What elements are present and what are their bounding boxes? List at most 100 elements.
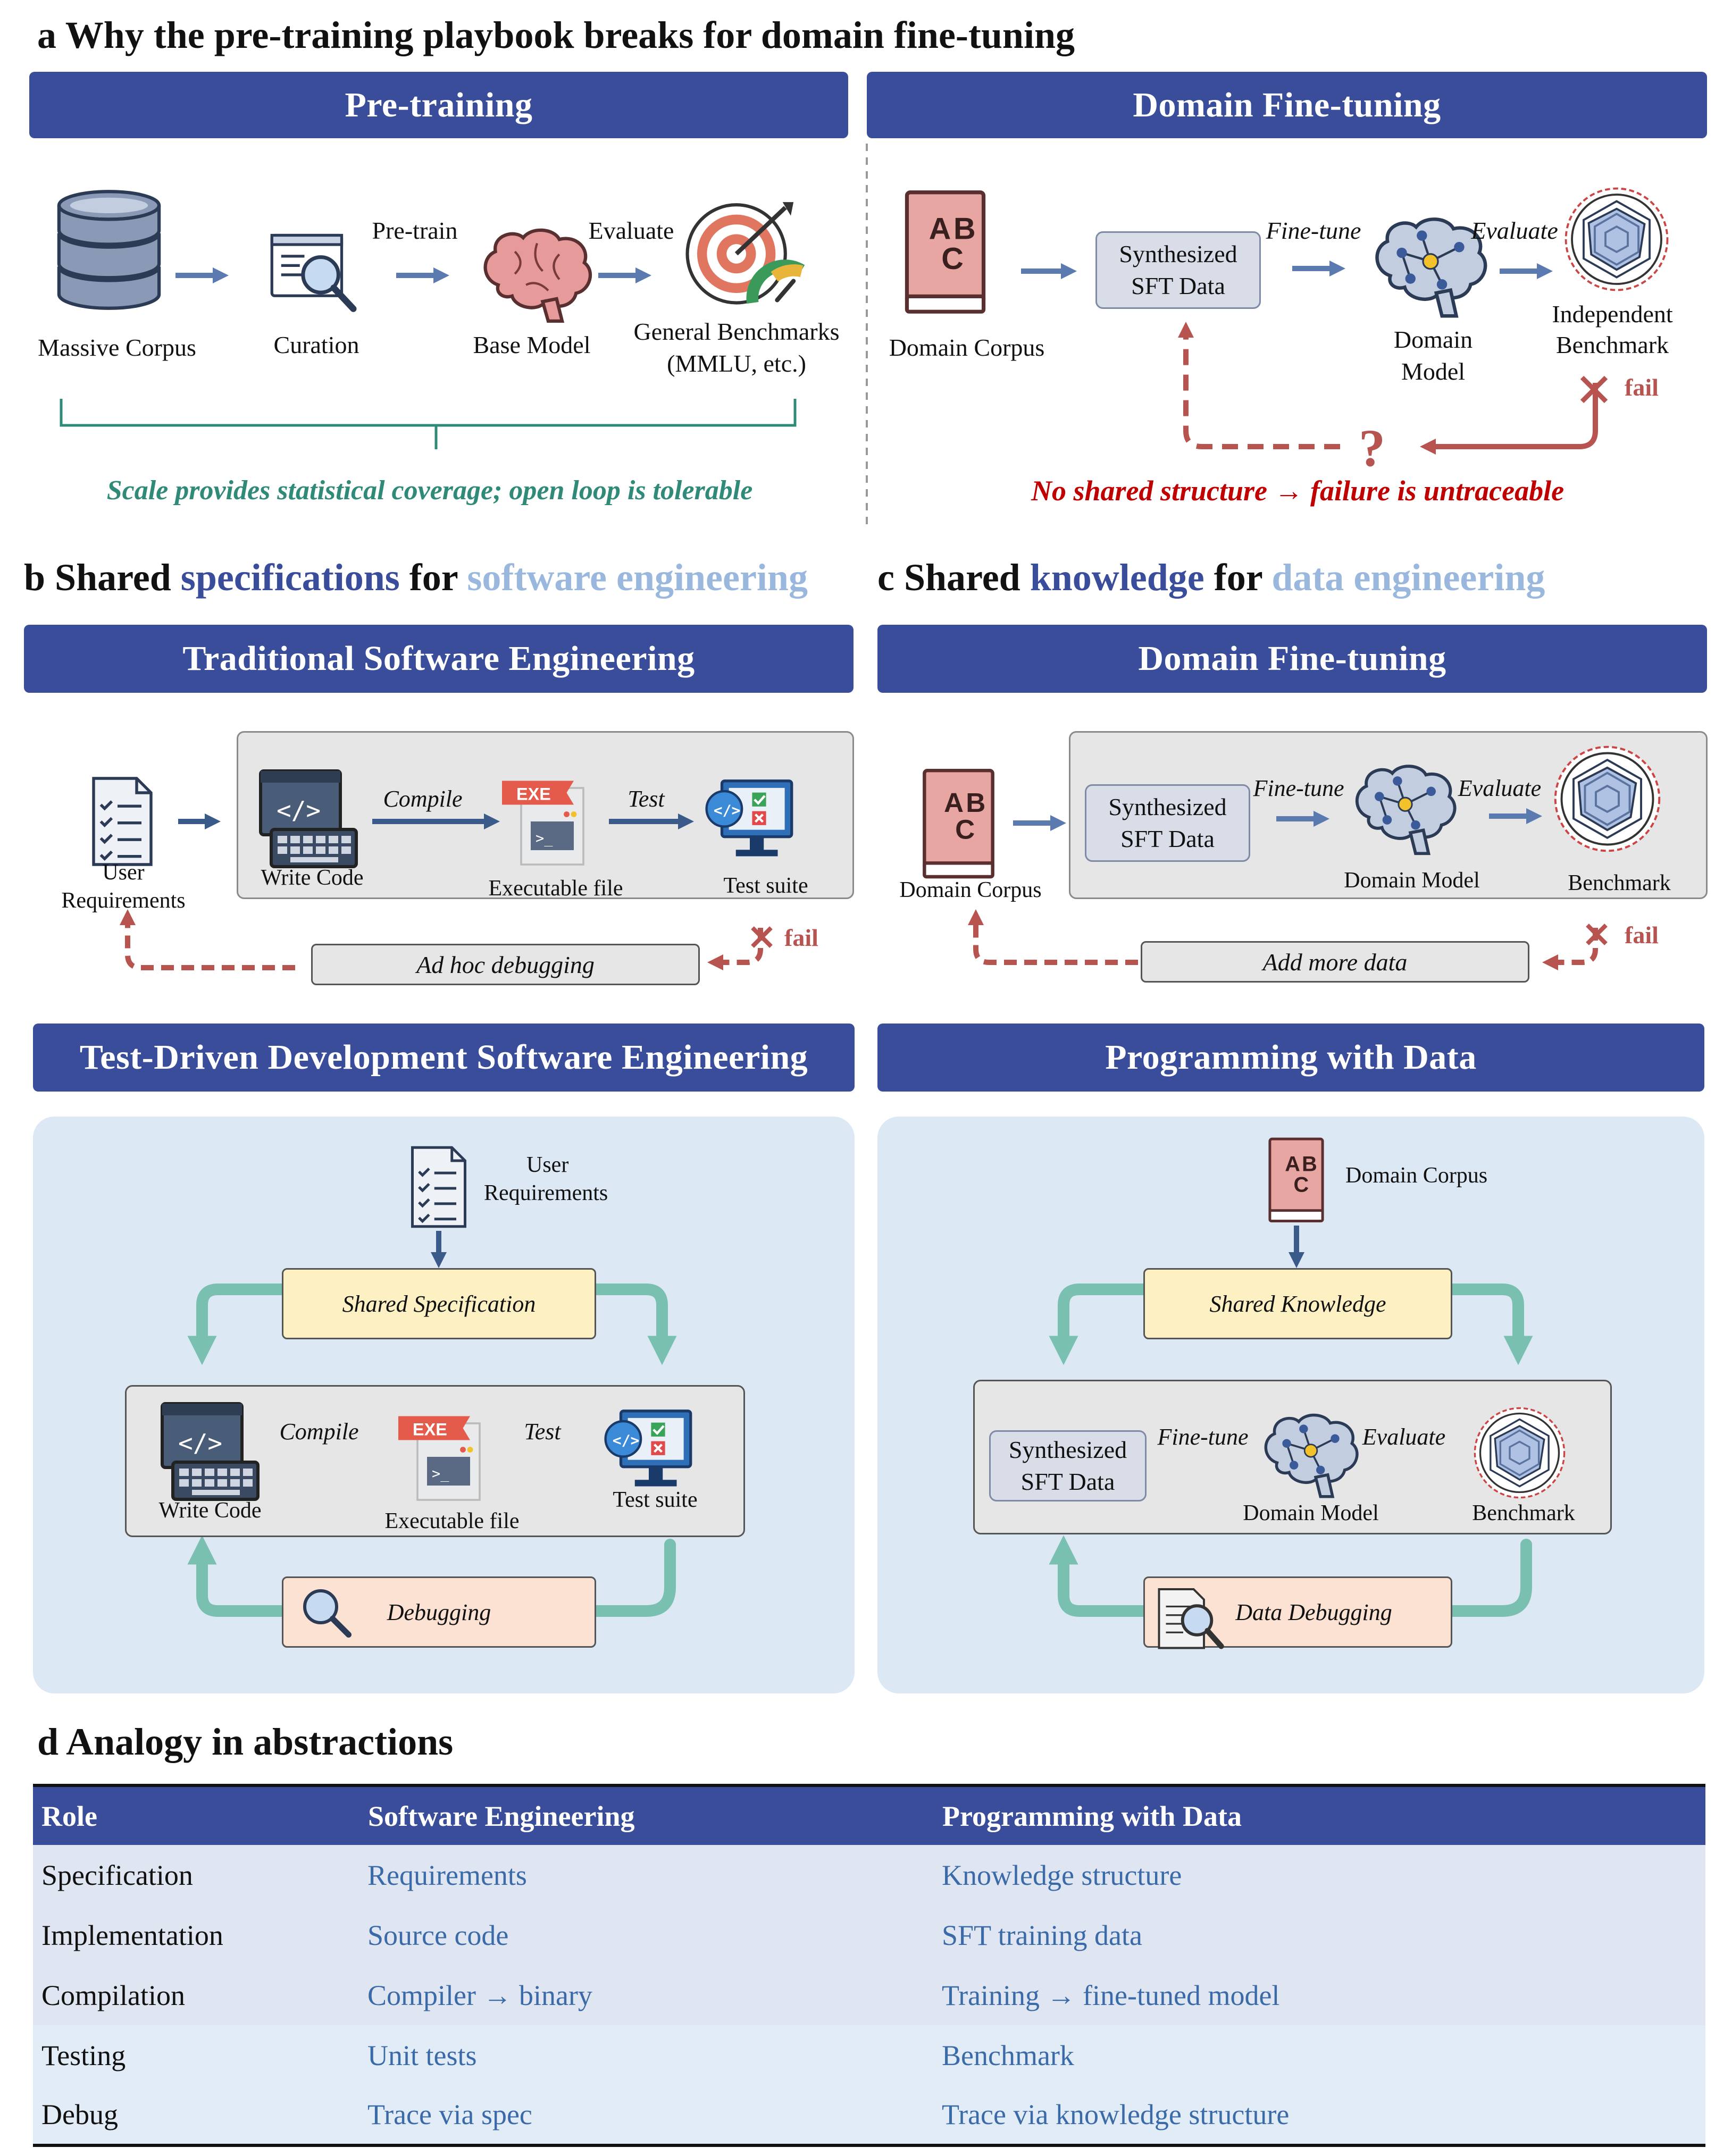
domain-model-brain-icon-pwd [1258, 1409, 1364, 1502]
c-title-data-engineering: data engineering [1271, 556, 1545, 599]
add-more-data-box: Add more data [1141, 941, 1529, 983]
domain-corpus-label-c: Domain Corpus [899, 878, 1042, 902]
sft-line1: Synthesized [1119, 240, 1237, 268]
evaluate-label-a2: Evaluate [1471, 217, 1558, 244]
section-a-title: a Why the pre-training playbook breaks f… [37, 14, 1075, 56]
sft-pwd-line1: Synthesized [1008, 1436, 1127, 1464]
debugging-label: Debugging [387, 1599, 491, 1625]
table-row: Implementation Source code SFT training da… [33, 1905, 1705, 1965]
table-cell-software-engineering: Compiler → binary [367, 1979, 592, 2011]
finetune-label-c: Fine-tune [1253, 775, 1344, 801]
domain-corpus-label-pwd: Domain Corpus [1345, 1163, 1488, 1188]
general-benchmarks-label: General Benchmarks [633, 318, 840, 345]
question-mark: ? [1359, 418, 1385, 477]
evaluate-label-pwd: Evaluate [1362, 1424, 1446, 1450]
fail-label-a: fail [1625, 374, 1659, 401]
benchmark-label-c: Benchmark [1568, 871, 1671, 895]
user-req-label-b2: Requirements [61, 888, 186, 913]
section-c-title: c Shared knowledge for data engineering [877, 558, 1545, 597]
document-magnifier-icon [1156, 1582, 1225, 1651]
b-title-specifications: specifications [180, 556, 400, 599]
domain-model-label-pwd: Domain Model [1243, 1501, 1379, 1525]
general-benchmarks-sub-label: (MMLU, etc.) [667, 350, 806, 377]
pretraining-banner: Pre-training [29, 72, 848, 138]
benchmark-label-pwd: Benchmark [1472, 1501, 1575, 1525]
compile-label-b: Compile [383, 786, 463, 812]
b-title-part1: b Shared [24, 556, 181, 599]
evaluate-label-a: Evaluate [588, 217, 674, 244]
shared-specification-box: Shared Specification [282, 1268, 596, 1339]
analogy-table: Role Software Engineering Programming wi… [33, 1784, 1705, 2147]
c-title-part1: c Shared [877, 556, 1030, 599]
sft-c-line2: SFT Data [1120, 825, 1215, 852]
exe-file-label-b: Executable file [488, 876, 623, 901]
table-cell-programming-with-data: Trace via knowledge structure [942, 2099, 1290, 2130]
domain-model-label-a2: Model [1401, 358, 1466, 385]
no-shared-structure-note: No shared structure → failure is untrace… [1031, 475, 1565, 507]
finetune-label-a: Fine-tune [1266, 217, 1361, 244]
sft-c-line1: Synthesized [1108, 793, 1227, 821]
table-cell-software-engineering: Trace via spec [367, 2099, 532, 2130]
table-cell-role: Specification [41, 1859, 193, 1891]
table-cell-software-engineering: Source code [367, 1919, 509, 1951]
write-code-label-b: Write Code [261, 866, 364, 890]
independent-benchmark-label-2: Benchmark [1555, 331, 1669, 358]
domain-corpus-label-a: Domain Corpus [889, 334, 1045, 361]
table-cell-programming-with-data: Knowledge structure [942, 1859, 1182, 1891]
test-label-b: Test [628, 786, 665, 812]
section-d-title: d Analogy in abstractions [37, 1721, 454, 1763]
fail-label-c: fail [1625, 921, 1659, 949]
table-row: Testing Unit tests Benchmark [33, 2025, 1705, 2085]
test-label-tdd: Test [524, 1419, 561, 1445]
table-cell-programming-with-data: Benchmark [942, 2039, 1074, 2071]
analogy-header-row: Role Software Engineering Programming wi… [33, 1785, 1705, 1845]
write-code-label-tdd: Write Code [158, 1498, 262, 1523]
domain-model-label-c: Domain Model [1344, 868, 1480, 893]
table-cell-software-engineering: Unit tests [367, 2039, 477, 2071]
sft-line2: SFT Data [1131, 272, 1225, 299]
radar-benchmark-icon-pwd [1470, 1404, 1569, 1502]
table-cell-role: Implementation [41, 1919, 223, 1951]
table-cell-programming-with-data: SFT training data [942, 1919, 1142, 1951]
scale-note: Scale provides statistical coverage; ope… [106, 475, 753, 506]
c-title-part3: for [1204, 556, 1272, 599]
base-model-label: Base Model [473, 331, 591, 358]
test-suite-label-tdd: Test suite [613, 1488, 698, 1512]
user-req-label-tdd2: Requirements [484, 1181, 608, 1205]
header-role: Role [41, 1800, 97, 1832]
domain-model-label-a1: Domain [1393, 326, 1473, 353]
section-b-title: b Shared specifications for software eng… [24, 558, 808, 597]
b-title-software-engineering: software engineering [467, 556, 808, 599]
table-cell-role: Testing [41, 2039, 126, 2071]
analogy-table-body: Specification Requirements Knowledge struc… [33, 1845, 1705, 2145]
tdd-se-banner: Test-Driven Development Software Enginee… [33, 1024, 855, 1092]
finetune-label-pwd: Fine-tune [1157, 1424, 1249, 1450]
header-programming-with-data: Programming with Data [942, 1800, 1242, 1832]
book-abc-icon-pwd [1258, 1135, 1335, 1226]
domain-finetuning-banner-a: Domain Fine-tuning [867, 72, 1707, 138]
independent-benchmark-label-1: Independent [1552, 300, 1673, 328]
massive-corpus-label: Massive Corpus [38, 334, 196, 361]
table-row: Specification Requirements Knowledge struc… [33, 1845, 1705, 1905]
c-title-knowledge: knowledge [1030, 556, 1204, 599]
fail-label-b: fail [784, 924, 818, 951]
table-row: Compilation Compiler → binary Training → f… [33, 1965, 1705, 2025]
exe-file-label-tdd: Executable file [384, 1509, 520, 1533]
table-cell-software-engineering: Requirements [367, 1859, 527, 1891]
traditional-se-banner: Traditional Software Engineering [24, 625, 854, 693]
pretrain-label: Pre-train [372, 217, 458, 244]
data-debugging-label: Data Debugging [1235, 1599, 1392, 1625]
table-cell-programming-with-data: Training → fine-tuned model [942, 1979, 1280, 2011]
evaluate-label-c: Evaluate [1458, 775, 1542, 801]
b-title-part3: for [399, 556, 467, 599]
curation-label: Curation [273, 331, 359, 358]
table-cell-role: Compilation [41, 1979, 185, 2011]
adhoc-debugging-box: Ad hoc debugging [311, 944, 700, 985]
